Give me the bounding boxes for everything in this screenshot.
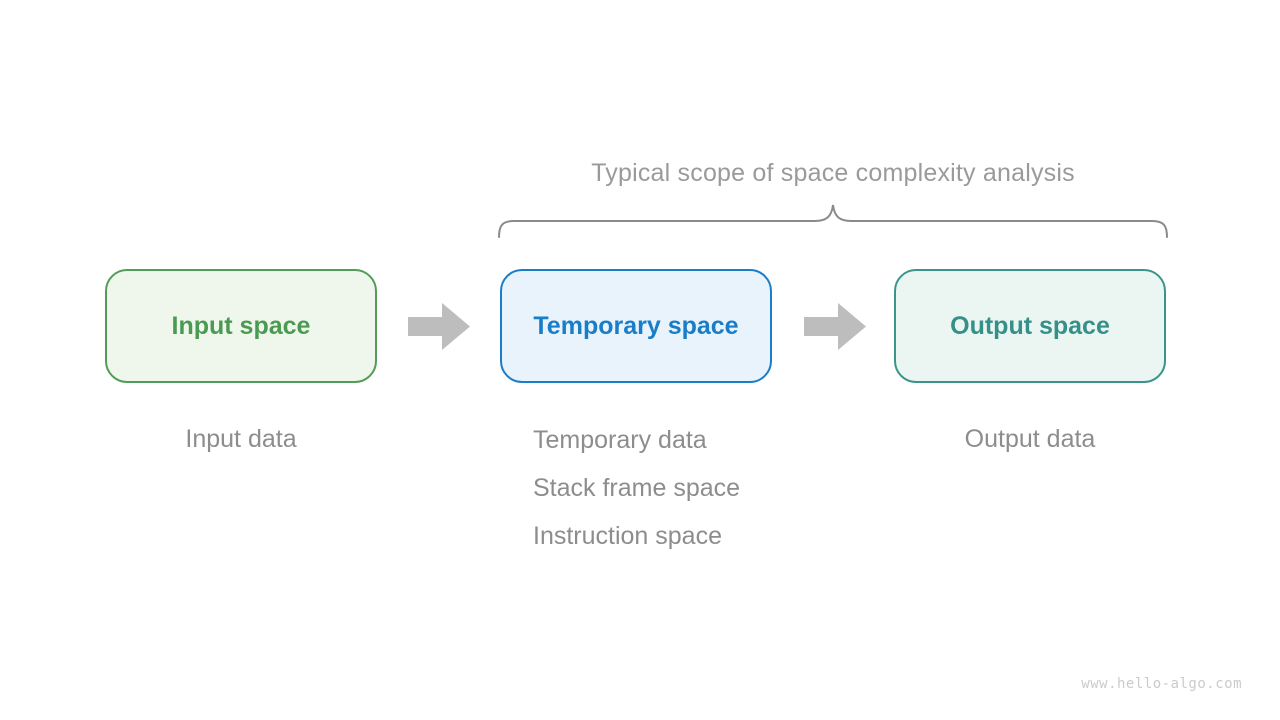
- right-arrow-icon: [408, 303, 470, 350]
- temporary-space-box: Temporary space: [500, 269, 772, 383]
- output-caption: Output data: [964, 425, 1096, 453]
- scope-title: Typical scope of space complexity analys…: [591, 159, 1075, 187]
- temporary-caption-line: Temporary data: [533, 426, 707, 454]
- temporary-captions: Temporary data Stack frame space Instruc…: [533, 416, 740, 560]
- curly-brace-overbracket-icon: [498, 204, 1168, 238]
- output-space-box: Output space: [894, 269, 1166, 383]
- temporary-caption-line: Instruction space: [533, 522, 722, 550]
- watermark: www.hello-algo.com: [1081, 676, 1242, 692]
- input-space-label: Input space: [171, 311, 311, 340]
- input-caption: Input data: [185, 425, 297, 453]
- temporary-space-label: Temporary space: [533, 311, 739, 340]
- right-arrow-icon: [804, 303, 866, 350]
- output-space-label: Output space: [950, 311, 1110, 340]
- input-space-box: Input space: [105, 269, 377, 383]
- temporary-caption-line: Stack frame space: [533, 474, 741, 502]
